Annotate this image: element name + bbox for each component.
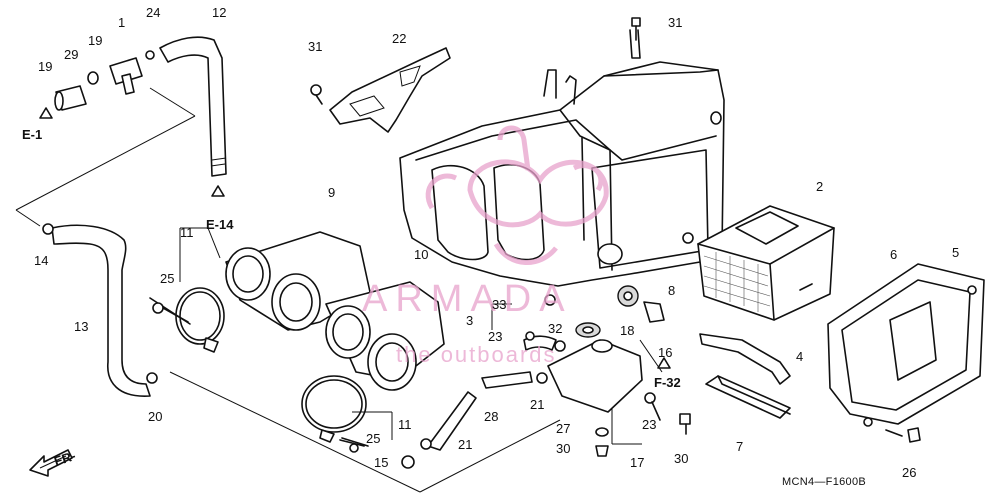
leader-lines <box>15 87 663 493</box>
callout-33: 33 <box>492 297 507 312</box>
callout-5: 5 <box>952 245 960 260</box>
callout-11-lower: 11 <box>398 417 412 432</box>
callout-3: 3 <box>466 313 474 328</box>
callout-32: 32 <box>548 321 563 336</box>
diagram-code: MCN4—F1600B <box>782 476 866 488</box>
callout-8: 8 <box>668 283 676 298</box>
callout-26: 26 <box>902 465 917 480</box>
callout-20: 20 <box>148 409 163 424</box>
direction-arrow-icon <box>29 449 73 477</box>
air-funnels <box>225 231 445 391</box>
callout-25-upper: 25 <box>160 271 175 286</box>
callout-15: 15 <box>374 455 389 470</box>
callout-11-upper: 11 <box>180 225 194 240</box>
callout-18: 18 <box>620 323 635 338</box>
callout-9: 9 <box>328 185 336 200</box>
reference-arrows <box>39 107 671 369</box>
callout-12: 12 <box>212 5 227 20</box>
callout-1: 1 <box>118 15 126 30</box>
callout-16: 16 <box>658 345 673 360</box>
callout-29: 29 <box>64 47 79 62</box>
callout-13: 13 <box>74 319 89 334</box>
bolts <box>149 17 921 469</box>
lower-breather-hose <box>42 223 158 397</box>
callout-31-left: 31 <box>308 39 323 54</box>
bracket <box>310 47 451 133</box>
callout-2: 2 <box>816 179 824 194</box>
callout-21-upper: 21 <box>530 397 545 412</box>
callout-4: 4 <box>796 349 804 364</box>
callout-10: 10 <box>414 247 429 262</box>
callout-28: 28 <box>484 409 499 424</box>
ref-f32: F-32 <box>654 375 681 390</box>
watermark-subtitle: the outboards <box>396 342 557 367</box>
callout-30-left: 30 <box>556 441 571 456</box>
breather-fitting-group <box>54 36 227 177</box>
callout-19-right: 19 <box>88 33 103 48</box>
ref-e14: E-14 <box>206 217 234 232</box>
callout-22: 22 <box>392 31 407 46</box>
callout-14: 14 <box>34 253 49 268</box>
callout-17: 17 <box>630 455 645 470</box>
air-cleaner-element <box>697 205 835 321</box>
callout-7: 7 <box>736 439 744 454</box>
callout-19-left: 19 <box>38 59 53 74</box>
callout-6: 6 <box>890 247 898 262</box>
air-cleaner-housing <box>399 29 725 287</box>
watermark-title: ARMADA <box>362 278 573 320</box>
drain-assembly <box>427 335 643 451</box>
callout-21-lower: 21 <box>458 437 473 452</box>
seal-strips <box>699 333 791 419</box>
callout-31-right: 31 <box>668 15 683 30</box>
callout-24: 24 <box>146 5 161 20</box>
watermark-logo <box>425 125 609 265</box>
callout-23-left: 23 <box>488 329 503 344</box>
callout-25-lower: 25 <box>366 431 381 446</box>
callout-27: 27 <box>556 421 571 436</box>
ref-e1: E-1 <box>22 127 43 142</box>
callout-30-right: 30 <box>674 451 689 466</box>
callout-23-right: 23 <box>642 417 657 432</box>
grommets <box>544 285 665 338</box>
air-cleaner-cover <box>827 263 985 427</box>
